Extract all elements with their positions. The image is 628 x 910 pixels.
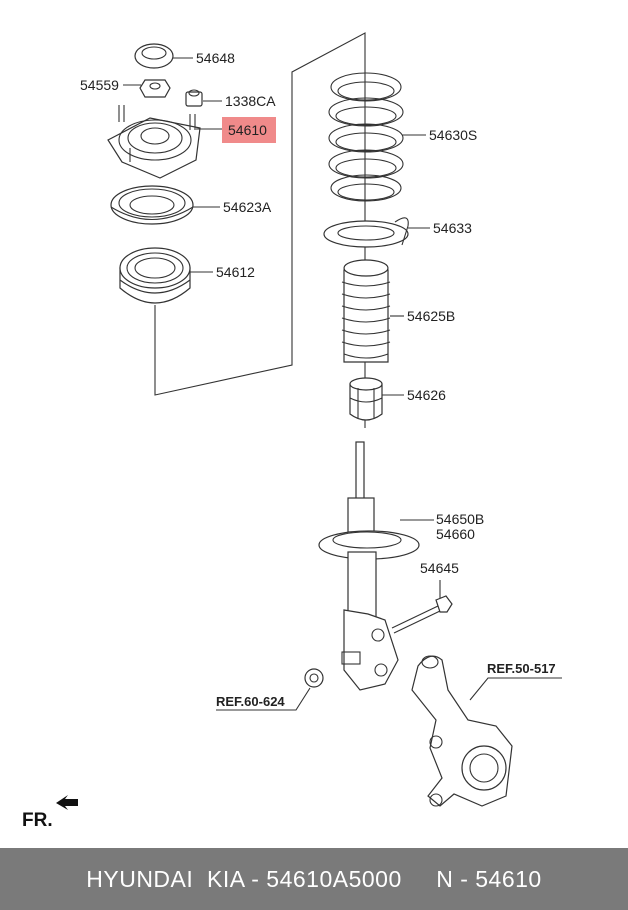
label-54559: 54559 <box>80 77 119 93</box>
label-54630s: 54630S <box>429 127 477 143</box>
label-54612: 54612 <box>216 264 255 280</box>
part-54626-bump-stop <box>349 377 383 421</box>
part-54612-bearing <box>119 247 191 304</box>
label-54633: 54633 <box>433 220 472 236</box>
label-54660: 54660 <box>436 526 475 542</box>
ref-50-517-knuckle <box>411 655 513 807</box>
part-54645-bolt <box>391 595 453 634</box>
part-1338ca-nut <box>185 89 203 107</box>
exploded-parts-diagram: 54648 54559 1338CA 54610 54623A 54612 54… <box>22 32 562 831</box>
label-54625b: 54625B <box>407 308 455 324</box>
label-ref-60-624: REF.60-624 <box>216 694 285 709</box>
label-ref-50-517: REF.50-517 <box>487 661 556 676</box>
part-54648-cap <box>134 43 174 69</box>
part-54630s-coil-spring <box>328 72 404 202</box>
strut-assembly <box>318 441 420 691</box>
label-54623a: 54623A <box>223 199 272 215</box>
part-54625b-dust-boot <box>341 259 391 363</box>
front-arrow-icon <box>56 795 78 810</box>
highlight-box <box>222 117 276 143</box>
part-54623a-spring-seat <box>110 185 194 225</box>
part-54559-nut <box>139 79 171 98</box>
label-1338ca: 1338CA <box>225 93 276 109</box>
ref-60-624-nut <box>304 668 324 688</box>
front-label: FR. <box>22 810 53 831</box>
footer-part-number: HYUNDAI KIA - 54610A5000 N - 54610 <box>86 865 542 892</box>
label-54648: 54648 <box>196 50 235 66</box>
part-54633-spring-pad <box>323 217 409 248</box>
label-54626: 54626 <box>407 387 446 403</box>
part-54610-strut-mount <box>107 105 201 179</box>
assembly-outline <box>154 32 366 428</box>
label-54650b: 54650B <box>436 511 484 527</box>
footer-bar: HYUNDAI KIA - 54610A5000 N - 54610 <box>0 848 628 910</box>
label-54645: 54645 <box>420 560 459 576</box>
label-54610: 54610 <box>228 122 267 138</box>
